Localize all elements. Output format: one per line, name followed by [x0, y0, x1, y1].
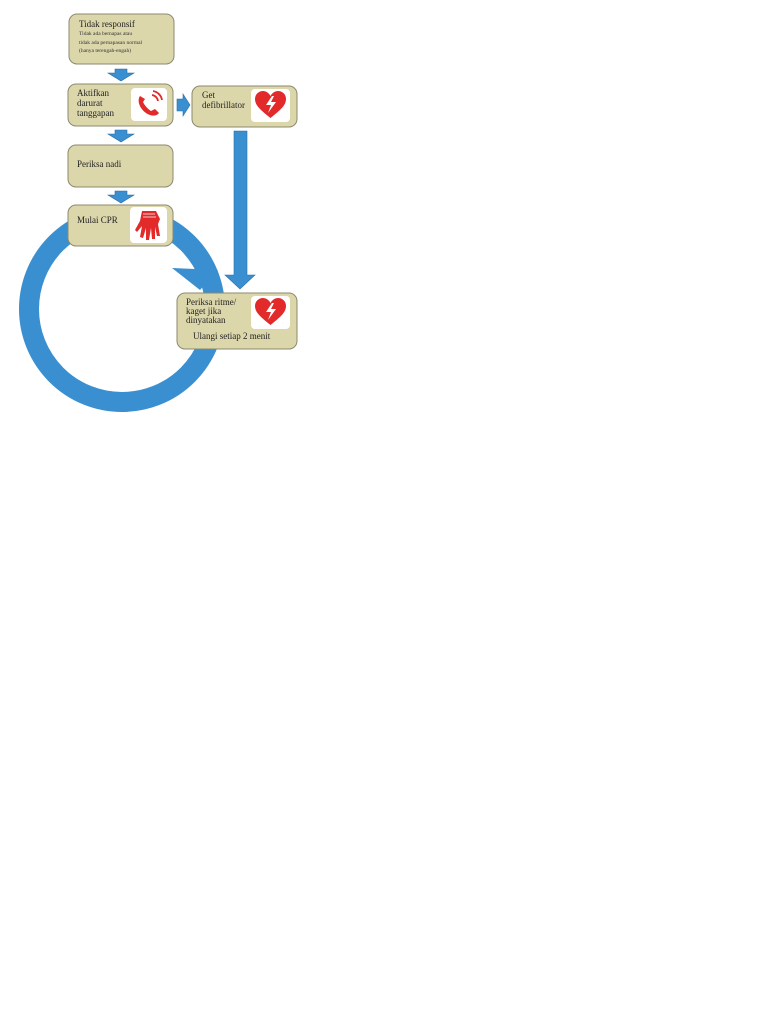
box-line: (hanya terengah-engah): [79, 47, 131, 54]
box-line: Aktifkan: [77, 88, 109, 98]
cpr-hand-icon: [130, 207, 167, 243]
box-line: dinyatakan: [186, 315, 226, 325]
box-mulai-cpr: Mulai CPR: [67, 204, 174, 247]
arrow-down-2: [106, 129, 136, 143]
box-periksa-ritme: Periksa ritme/ kaget jika dinyatakan Ula…: [176, 292, 298, 350]
box-line: tidak ada pernapasan normal: [79, 40, 143, 46]
aed-heart-icon: [251, 89, 290, 122]
box-line: defibrillator: [202, 100, 245, 110]
box-line: tanggapan: [77, 108, 114, 118]
box-aktifkan-darurat: Aktifkan darurat tanggapan: [67, 83, 174, 127]
box-periksa-nadi: Periksa nadi: [67, 144, 174, 188]
aed-heart-icon: [251, 296, 290, 329]
arrow-down-1: [106, 68, 136, 82]
box-tidak-responsif: Tidak responsif Tidak ada bernapas atau …: [68, 13, 175, 65]
box-title: Periksa nadi: [77, 159, 122, 169]
box-line: kaget jika: [186, 306, 221, 316]
arrow-right: [176, 92, 191, 118]
arrow-down-long: [224, 130, 256, 290]
box-line: Get: [202, 90, 215, 100]
box-title: Tidak responsif: [79, 19, 135, 29]
box-line: darurat: [77, 98, 103, 108]
ring-arrowhead: [172, 268, 218, 290]
phone-icon: [131, 88, 167, 121]
box-line: Periksa ritme/: [186, 297, 237, 307]
box-title: Mulai CPR: [77, 215, 118, 225]
box-note: Ulangi setiap 2 menit: [193, 331, 271, 341]
box-get-defibrillator: Get defibrillator: [191, 85, 298, 128]
arrow-down-3: [106, 190, 136, 204]
box-line: Tidak ada bernapas atau: [79, 31, 132, 37]
